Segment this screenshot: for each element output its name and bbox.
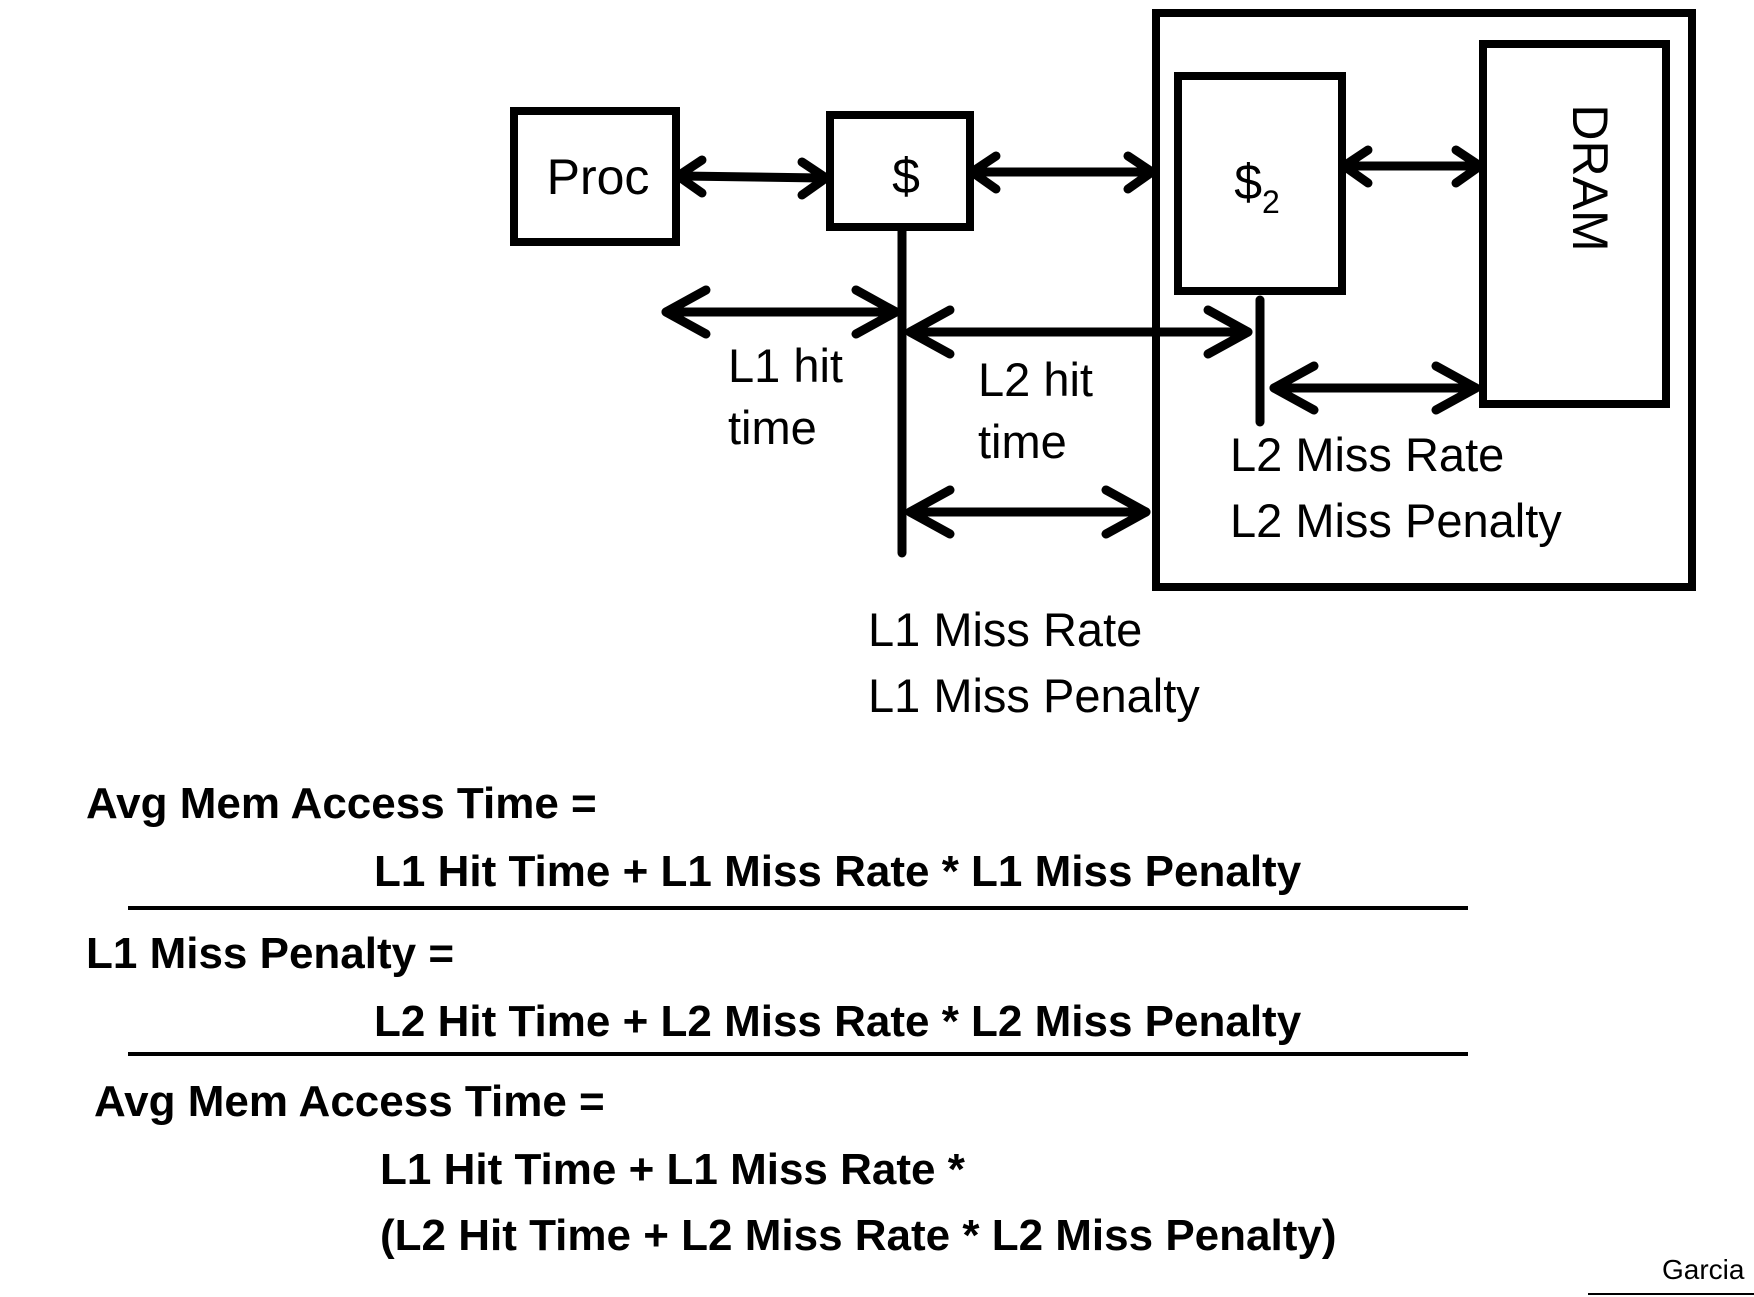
l1-cache-label: $ xyxy=(892,148,920,204)
equation-2-lhs: L1 Miss Penalty = xyxy=(86,929,455,978)
l1-hit-time-label: L1 hit time xyxy=(728,339,856,454)
proc-l1-arrow xyxy=(673,155,831,200)
l1-hit-time-arrow xyxy=(661,285,901,339)
credit-text: Garcia xyxy=(1662,1254,1745,1285)
l2-dram-enclosure xyxy=(1152,9,1696,591)
l2-cache-subscript: 2 xyxy=(1262,184,1280,220)
dram-label: DRAM xyxy=(1562,104,1618,251)
l2-hit-time-arrow xyxy=(905,305,1253,359)
l2-cache-label: $2 xyxy=(1234,154,1280,220)
l1-l2-arrow xyxy=(967,151,1157,194)
l2-cache-box xyxy=(1174,72,1346,295)
l2-miss-label: L2 Miss Rate L2 Miss Penalty xyxy=(1230,428,1562,547)
divider-2 xyxy=(128,1052,1468,1056)
l1-miss-penalty-arrow xyxy=(905,485,1151,539)
credit-underline xyxy=(1588,1293,1754,1295)
proc-label: Proc xyxy=(547,149,650,205)
equation-1-lhs: Avg Mem Access Time = xyxy=(86,779,597,828)
l2-hit-time-label: L2 hit time xyxy=(978,353,1106,468)
equation-3-rhs-line-2: (L2 Hit Time + L2 Miss Rate * L2 Miss Pe… xyxy=(380,1211,1337,1260)
l2-miss-penalty-arrow xyxy=(1269,361,1481,415)
dram-box xyxy=(1479,40,1670,408)
equation-2-rhs: L2 Hit Time + L2 Miss Rate * L2 Miss Pen… xyxy=(374,997,1302,1046)
l2-dram-arrow xyxy=(1339,145,1485,188)
equation-1-rhs: L1 Hit Time + L1 Miss Rate * L1 Miss Pen… xyxy=(374,847,1302,896)
l1-miss-label: L1 Miss Rate L1 Miss Penalty xyxy=(868,603,1200,722)
equation-3-lhs: Avg Mem Access Time = xyxy=(94,1077,605,1126)
equation-3-rhs-line-1: L1 Hit Time + L1 Miss Rate * xyxy=(380,1145,965,1194)
divider-1 xyxy=(128,906,1468,910)
